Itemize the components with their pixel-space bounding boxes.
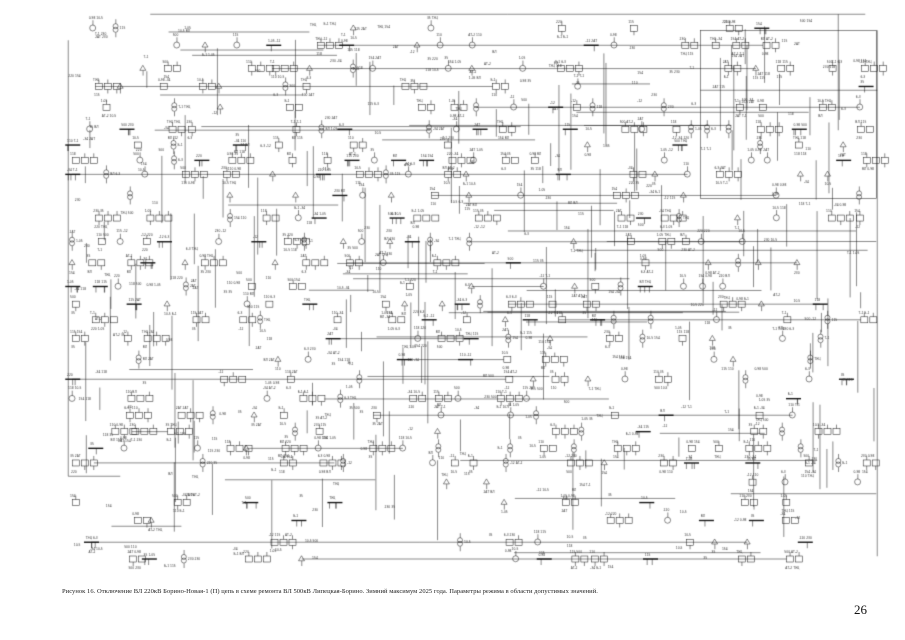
figure-caption: Рисунок 16. Отключение ВЛ 220кВ Борино-Н…	[62, 588, 598, 595]
schematic-canvas	[0, 0, 905, 585]
page-number: 26	[854, 602, 867, 617]
